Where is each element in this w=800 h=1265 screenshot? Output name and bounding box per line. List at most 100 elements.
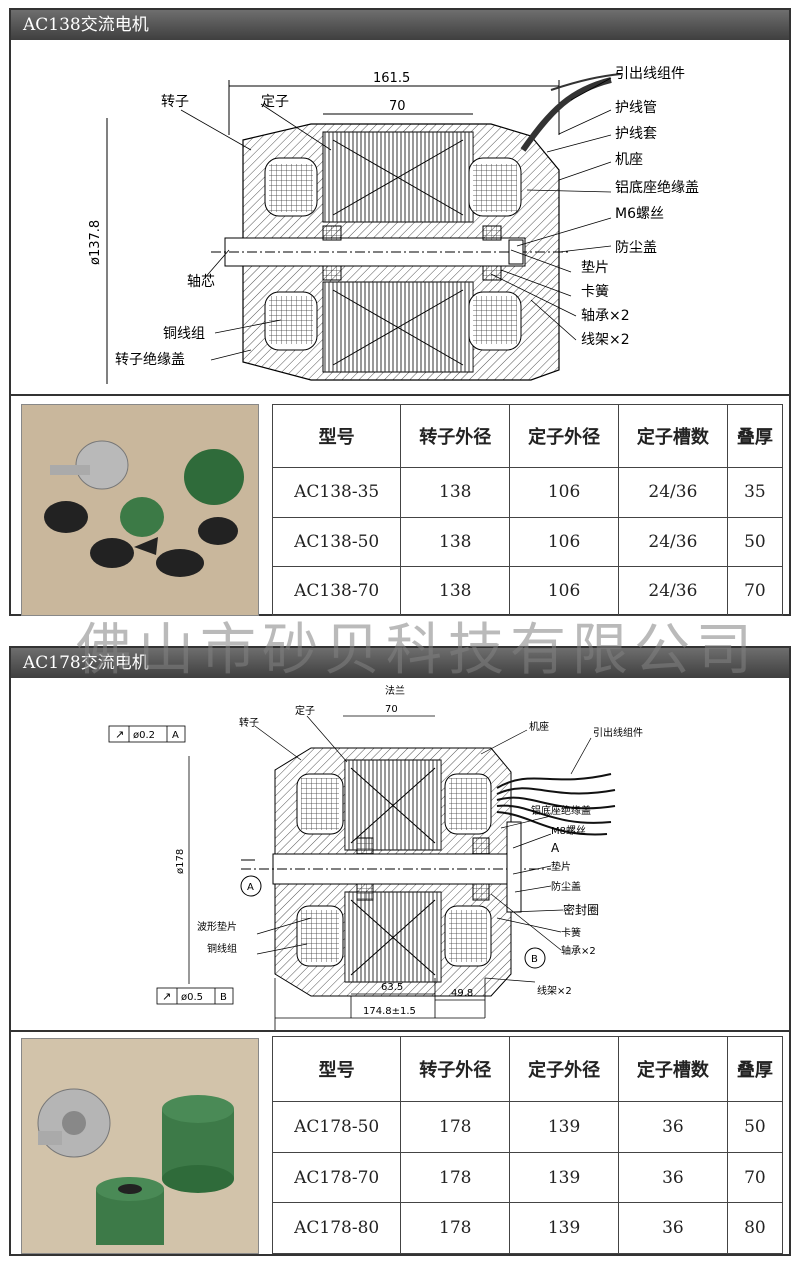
- cell-rotor-od: 178: [400, 1202, 511, 1254]
- label-housing: 机座: [615, 152, 643, 168]
- label-dust-cover: 防尘盖: [615, 240, 657, 256]
- label-housing: 机座: [529, 720, 549, 733]
- header-stack: 叠厚: [726, 403, 784, 469]
- cell-model: AC178-80: [271, 1202, 402, 1254]
- ac138-spec-table: 型号 转子外径 定子外径 定子槽数 叠厚 AC138-35 138 106 24…: [271, 403, 784, 617]
- label-rotor-cover: 转子绝缘盖: [115, 352, 185, 368]
- tol-value-2: ø0.5: [181, 992, 203, 1003]
- table-row: AC178-70 178 139 36 70: [271, 1151, 784, 1204]
- cell-stack: 50: [726, 516, 784, 567]
- label-dust-cover: 防尘盖: [551, 880, 581, 893]
- cell-model: AC138-35: [271, 467, 402, 518]
- label-bearing: 轴承×2: [581, 308, 630, 324]
- dim-stator: 70: [389, 99, 406, 114]
- label-copper-coil: 铜线组: [163, 326, 205, 342]
- cell-rotor-od: 178: [400, 1101, 511, 1153]
- ac178-cross-section-drawing: 法兰 70 ↗ ø0.2 A ø178: [11, 678, 789, 1032]
- label-alu-base-cover: 铝底座绝缘盖: [615, 180, 699, 196]
- label-wave-washer: 波形垫片: [197, 920, 237, 933]
- tol-datum-1: A: [172, 730, 179, 741]
- label-shaft: 轴芯: [187, 274, 215, 290]
- label-circlip: 卡簧: [561, 926, 581, 939]
- cell-slots: 36: [617, 1202, 728, 1254]
- table-row: AC138-50 138 106 24/36 50: [271, 516, 784, 567]
- tol-datum-2: B: [220, 992, 227, 1003]
- svg-text:↗: ↗: [162, 990, 171, 1003]
- header-stator-od: 定子外径: [509, 1035, 619, 1103]
- label-flange: 法兰: [385, 684, 405, 697]
- ac138-parts-photo: [21, 404, 259, 616]
- label-circlip: 卡簧: [581, 284, 609, 300]
- dim-overall: 161.5: [373, 71, 410, 86]
- cell-stator-od: 106: [509, 516, 619, 567]
- ac138-photo-svg: [22, 405, 258, 615]
- table-row: AC178-80 178 139 36 80: [271, 1202, 784, 1254]
- cell-rotor-od: 138: [400, 467, 511, 518]
- cell-stator-od: 106: [509, 467, 619, 518]
- ac178-drawing-svg: 法兰 70 ↗ ø0.2 A ø178: [108, 684, 643, 1030]
- ac178-parts-photo: [21, 1038, 259, 1254]
- label-wire-sleeve: 护线套: [615, 126, 657, 142]
- cell-slots: 24/36: [617, 467, 728, 518]
- tol-value-1: ø0.2: [133, 730, 155, 741]
- cell-stator-od: 106: [509, 565, 619, 617]
- cell-rotor-od: 178: [400, 1151, 511, 1204]
- section-title: AC138交流电机: [11, 10, 789, 40]
- header-stack: 叠厚: [726, 1035, 784, 1103]
- dim-diameter: ø178: [175, 849, 186, 874]
- cell-slots: 24/36: [617, 516, 728, 567]
- table-header-row: 型号 转子外径 定子外径 定子槽数 叠厚: [271, 1035, 784, 1103]
- label-bearing: 轴承×2: [561, 944, 596, 957]
- header-slots: 定子槽数: [617, 1035, 728, 1103]
- cell-stack: 70: [726, 565, 784, 617]
- cell-stack: 80: [726, 1202, 784, 1254]
- header-slots: 定子槽数: [617, 403, 728, 469]
- company-watermark: 佛山市砂贝科技有限公司: [76, 618, 758, 683]
- label-bobbin: 线架×2: [537, 984, 572, 997]
- label-m8-screw: M8螺丝: [551, 825, 586, 837]
- label-datum-b: B: [531, 954, 538, 965]
- cell-stack: 50: [726, 1101, 784, 1153]
- label-copper-coil: 铜线组: [207, 942, 237, 955]
- cell-stack: 35: [726, 467, 784, 518]
- svg-text:↗: ↗: [115, 728, 124, 741]
- ac178-lower: 型号 转子外径 定子外径 定子槽数 叠厚 AC178-50 178 139 36…: [11, 1034, 789, 1254]
- label-lead-wire: 引出线组件: [593, 726, 643, 739]
- cell-stator-od: 139: [509, 1202, 619, 1254]
- table-header-row: 型号 转子外径 定子外径 定子槽数 叠厚: [271, 403, 784, 469]
- header-rotor-od: 转子外径: [400, 403, 511, 469]
- cell-model: AC138-70: [271, 565, 402, 617]
- cell-stator-od: 139: [509, 1101, 619, 1153]
- cell-stator-od: 139: [509, 1151, 619, 1204]
- label-washer: 垫片: [551, 860, 571, 873]
- cell-model: AC178-70: [271, 1151, 402, 1204]
- cell-model: AC178-50: [271, 1101, 402, 1153]
- cell-rotor-od: 138: [400, 516, 511, 567]
- label-wire-tube: 护线管: [615, 100, 657, 116]
- cell-slots: 36: [617, 1101, 728, 1153]
- label-lead-wire: 引出线组件: [615, 66, 685, 82]
- dim-overall: 174.8±1.5: [363, 1006, 416, 1017]
- ac138-drawing-svg: 161.5 70 ø137.8: [88, 66, 699, 384]
- ac178-photo-svg: [22, 1039, 258, 1253]
- section-ac138: AC138交流电机 161.5 70: [9, 8, 791, 617]
- ac138-lower: 型号 转子外径 定子外径 定子槽数 叠厚 AC138-35 138 106 24…: [11, 398, 789, 617]
- table-row: AC178-50 178 139 36 50: [271, 1101, 784, 1153]
- label-stator: 定子: [261, 94, 289, 110]
- header-stator-od: 定子外径: [509, 403, 619, 469]
- cell-rotor-od: 138: [400, 565, 511, 617]
- cell-slots: 36: [617, 1151, 728, 1204]
- section-ac178: AC178交流电机 法兰 70 ↗ ø0.2 A ø178: [9, 646, 791, 1256]
- label-seal-ring: 密封圈: [563, 902, 599, 917]
- label-m6-screw: M6螺丝: [615, 206, 664, 222]
- cell-slots: 24/36: [617, 565, 728, 617]
- ac138-cross-section-drawing: 161.5 70 ø137.8: [11, 40, 789, 396]
- table-row: AC138-70 138 106 24/36 70: [271, 565, 784, 617]
- label-bobbin: 线架×2: [581, 332, 630, 348]
- section-title: AC178交流电机: [11, 648, 789, 678]
- cell-stack: 70: [726, 1151, 784, 1204]
- dim-diameter: ø137.8: [88, 220, 103, 265]
- cell-model: AC138-50: [271, 516, 402, 567]
- label-rotor: 转子: [161, 94, 189, 110]
- dim-a: 63.5: [381, 982, 403, 993]
